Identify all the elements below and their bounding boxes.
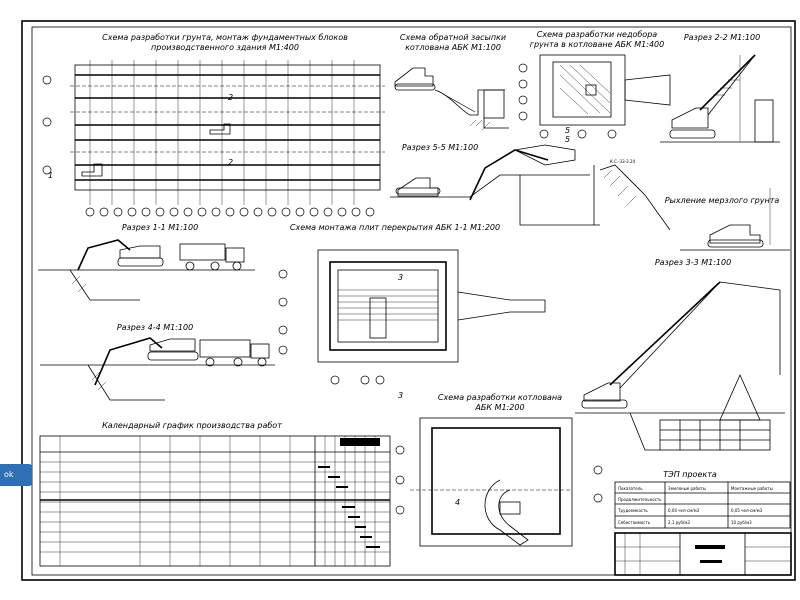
title-section-33-line1: Разрез 3-3 М1:100 [655, 258, 731, 267]
tep-r1c0: Трудоемкость [617, 508, 648, 513]
tep-r1c1: 0,04 чел-см/м3 [668, 508, 700, 513]
section-55-drawing: К.С.-33-3.24 [390, 144, 671, 231]
title-frozen-line1: Рыхление мерзлого грунта [665, 196, 780, 205]
title-slab-mount-line1: Схема монтажа плит перекрытия АБК 1-1 М1… [290, 223, 500, 232]
section-22-drawing [660, 54, 780, 143]
tep-r2c2: 10 руб/м3 [731, 520, 752, 525]
tep-r2c0: Себестоимость [618, 520, 651, 525]
title-section-11-line1: Разрез 1-1 М1:100 [122, 223, 198, 232]
title-block [614, 532, 792, 576]
shortfall-drawing: 5 5 [518, 54, 671, 144]
pit-dev-drawing: 4 [395, 417, 603, 547]
title-pit-dev-line2: АБК М1:200 [474, 403, 524, 412]
tep-table: ТЭП проекта Показатель Земляные работы М… [614, 470, 791, 529]
title-section-22-line1: Разрез 2-2 М1:100 [684, 33, 760, 42]
tep-h0: Показатель [618, 486, 643, 491]
tep-r2c1: 2,1 руб/м3 [668, 520, 690, 525]
backfill-drawing [394, 67, 509, 131]
svg-text:К.С.-33-3.24: К.С.-33-3.24 [610, 159, 636, 164]
inner-frame [31, 26, 792, 576]
tep-h2: Монтажные работы [731, 486, 773, 491]
tep-title: ТЭП проекта [663, 470, 717, 479]
title-backfill-line1: Схема обратной засыпки [400, 33, 506, 42]
tep-r1c2: 0,05 чел-см/м3 [731, 508, 763, 513]
svg-text:5: 5 [565, 126, 570, 135]
title-shortfall-line2: грунта в котловане АБК М1:400 [530, 40, 664, 49]
section-44-drawing [40, 337, 275, 401]
main-plan-drawing: 2 2 1 [42, 60, 385, 217]
svg-text:4: 4 [455, 498, 460, 507]
title-main-plan-line1: Схема разработки грунта, монтаж фундамен… [102, 33, 348, 42]
svg-text:3: 3 [398, 391, 403, 400]
tep-r0c0: Продолжительность [618, 497, 662, 502]
outer-frame [21, 20, 796, 581]
svg-text:5: 5 [565, 135, 570, 144]
slab-mount-drawing: 3 3 [278, 249, 546, 400]
section-11-drawing [38, 239, 255, 301]
title-main-plan-line2: производственного здания М1:400 [151, 43, 299, 52]
title-section-44-line1: Разрез 4-4 М1:100 [117, 323, 193, 332]
svg-text:1: 1 [48, 171, 53, 180]
title-pit-dev-line1: Схема разработки котлована [438, 393, 562, 402]
svg-text:2: 2 [228, 93, 233, 102]
title-shortfall-line1: Схема разработки недобора [537, 30, 657, 39]
title-backfill-line2: котлована АБК М1:100 [405, 43, 501, 52]
title-section-55-line1: Разрез 5-5 М1:100 [402, 143, 478, 152]
frozen-drawing [680, 188, 790, 251]
side-tab[interactable]: ok [0, 464, 32, 486]
svg-text:2: 2 [228, 158, 233, 167]
svg-text:3: 3 [398, 273, 403, 282]
section-33-drawing [575, 281, 785, 451]
calendar-drawing [39, 435, 391, 567]
title-calendar-line1: Календарный график производства работ [102, 421, 282, 430]
tep-h1: Земляные работы [668, 486, 706, 491]
